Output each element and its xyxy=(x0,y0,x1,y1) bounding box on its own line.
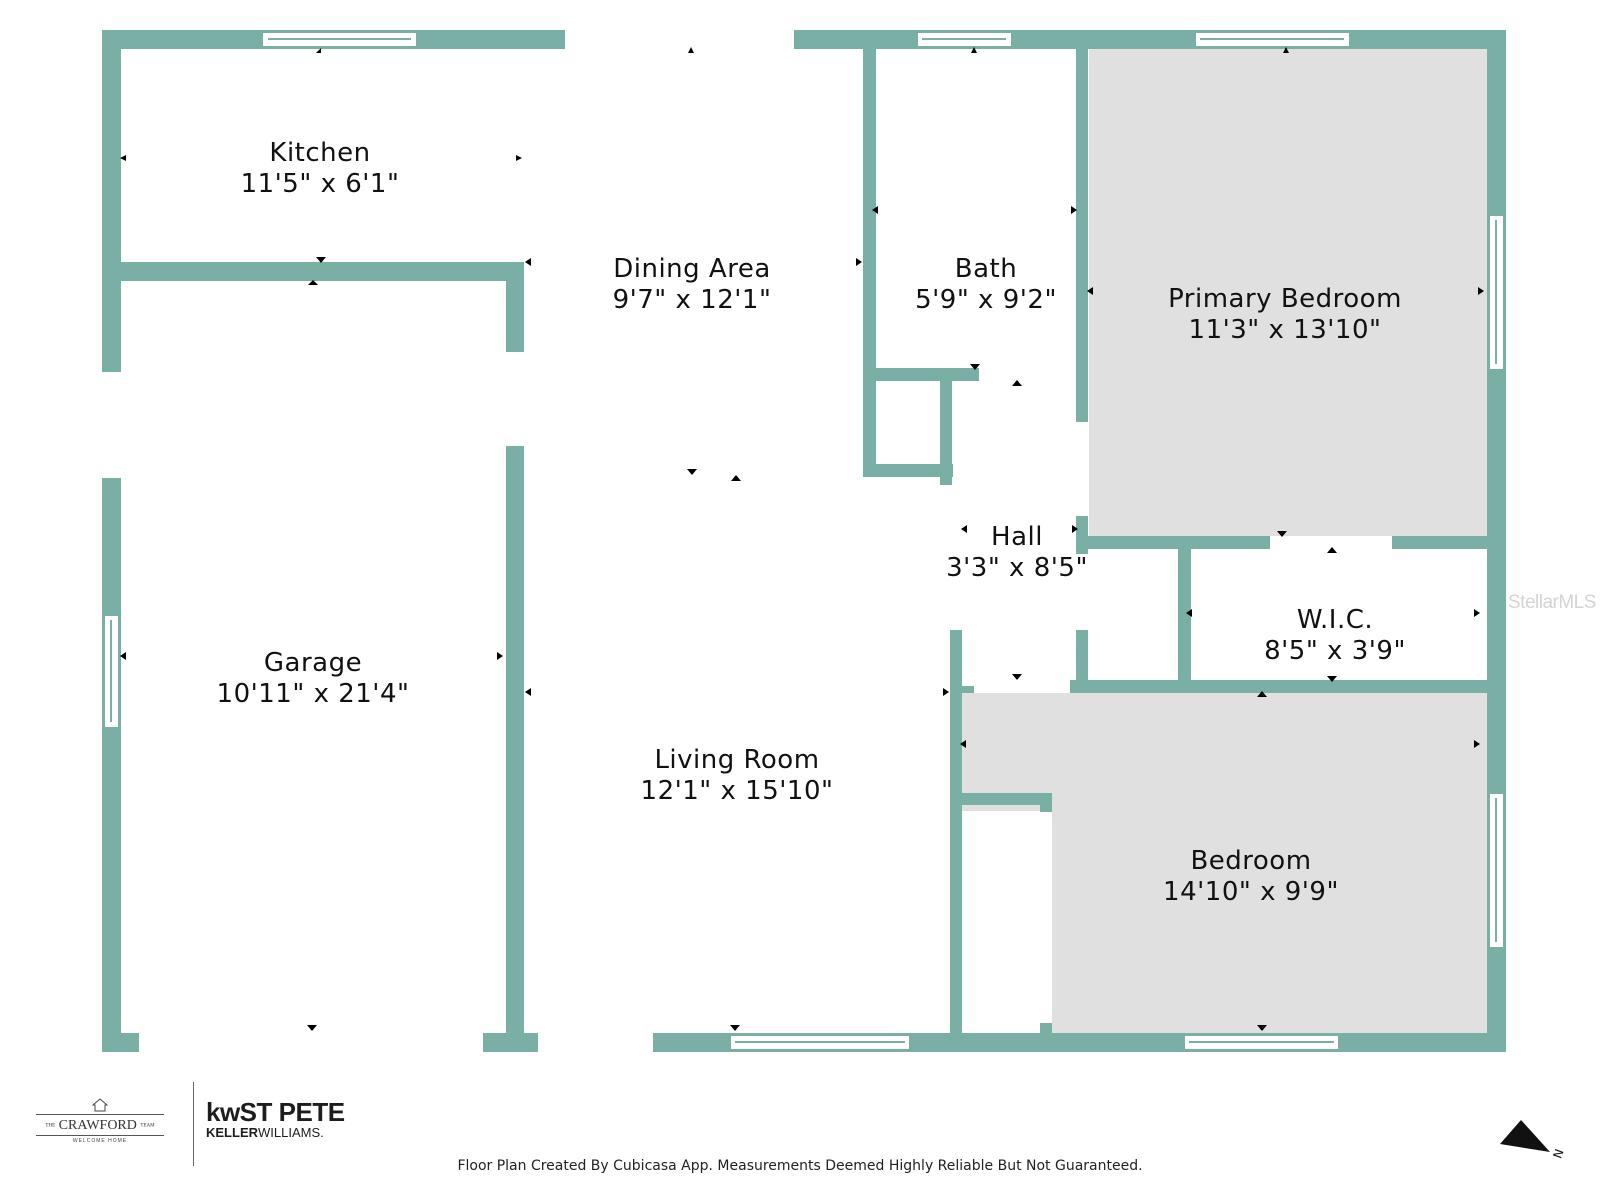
north-arrow-icon: N xyxy=(1500,1120,1567,1160)
north-label: N xyxy=(1550,1147,1566,1160)
room-label-wic: W.I.C. 8'5" x 3'9" xyxy=(1264,605,1406,667)
kw-keller: KELLER xyxy=(206,1125,258,1140)
bedroom-floor xyxy=(962,693,1487,1033)
logo-brand: THE CRAWFORD TEAM xyxy=(36,1118,164,1134)
logo-the: THE xyxy=(45,1123,56,1129)
crawford-team-logo: THE CRAWFORD TEAM WELCOME HOME xyxy=(36,1098,164,1148)
room-name: Primary Bedroom xyxy=(1168,284,1402,314)
logo-rule-top xyxy=(36,1114,164,1115)
room-dims: 12'1" x 15'10" xyxy=(640,776,834,806)
room-dims: 10'11" x 21'4" xyxy=(216,679,410,709)
room-name: Hall xyxy=(991,522,1043,552)
kw-williams: WILLIAMS. xyxy=(258,1125,324,1140)
room-label-bath: Bath 5'9" x 9'2" xyxy=(915,254,1057,316)
room-label-living-room: Living Room 12'1" x 15'10" xyxy=(641,745,834,807)
room-dims: 8'5" x 3'9" xyxy=(1264,636,1406,666)
logo-rule-bottom xyxy=(36,1135,164,1136)
logo-team: TEAM xyxy=(140,1123,155,1129)
room-label-primary-bedroom: Primary Bedroom 11'3" x 13'10" xyxy=(1168,284,1402,346)
kw-line1: kwST PETE xyxy=(206,1097,345,1127)
room-name: Bedroom xyxy=(1190,846,1312,876)
logo-tagline: WELCOME HOME xyxy=(72,1138,128,1144)
room-name: Garage xyxy=(263,648,363,678)
dimension-markers xyxy=(120,47,1484,1031)
room-name: Dining Area xyxy=(613,254,771,284)
room-dims: 3'3" x 8'5" xyxy=(946,553,1088,583)
watermark: StellarMLS xyxy=(1508,592,1596,613)
logo-brand-name: CRAWFORD xyxy=(58,1118,137,1133)
primary-bedroom-floor xyxy=(1089,49,1487,536)
room-name: Bath xyxy=(954,254,1018,284)
windows xyxy=(103,31,1505,1051)
room-label-hall: Hall 3'3" x 8'5" xyxy=(946,522,1088,584)
room-dims: 14'10" x 9'9" xyxy=(1163,877,1339,907)
room-label-kitchen: Kitchen 11'5" x 6'1" xyxy=(241,138,400,200)
room-dims: 11'3" x 13'10" xyxy=(1188,315,1382,345)
room-dims: 9'7" x 12'1" xyxy=(612,285,772,315)
room-dims: 5'9" x 9'2" xyxy=(915,285,1057,315)
house-icon xyxy=(92,1098,108,1112)
room-label-dining-area: Dining Area 9'7" x 12'1" xyxy=(613,254,772,316)
logo-divider xyxy=(193,1082,194,1166)
kw-line2: KELLERWILLIAMS. xyxy=(206,1126,345,1140)
room-name: Living Room xyxy=(654,745,820,775)
kw-st-pete-logo: kwST PETE KELLERWILLIAMS. xyxy=(206,1098,345,1140)
room-label-bedroom: Bedroom 14'10" x 9'9" xyxy=(1163,846,1339,908)
footer-disclaimer: Floor Plan Created By Cubicasa App. Meas… xyxy=(457,1158,1143,1174)
room-label-garage: Garage 10'11" x 21'4" xyxy=(217,648,410,710)
room-dims: 11'5" x 6'1" xyxy=(240,169,400,199)
room-name: W.I.C. xyxy=(1296,605,1374,635)
room-name: Kitchen xyxy=(269,138,371,168)
